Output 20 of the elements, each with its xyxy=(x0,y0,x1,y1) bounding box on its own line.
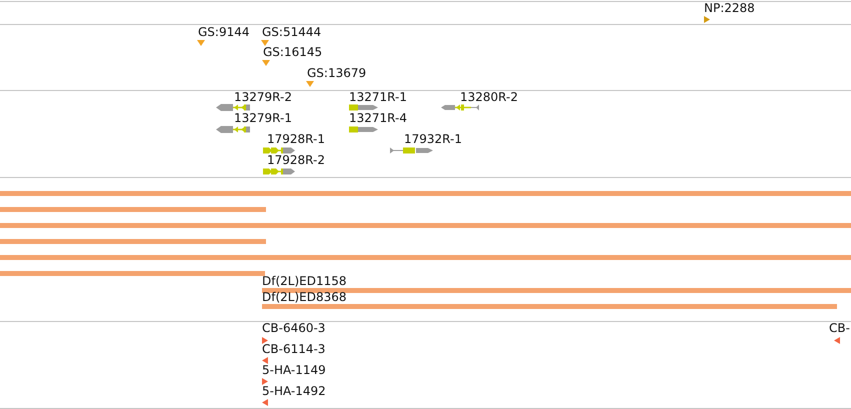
feature-label: 17928R-2 xyxy=(267,154,325,166)
feature-label: 5-HA-1149 xyxy=(262,364,326,376)
feature-label: 5-HA-1492 xyxy=(262,385,326,397)
feature-label: 17932R-1 xyxy=(404,133,462,145)
feature-label: Df(2L)ED8368 xyxy=(262,291,347,303)
feature-label: NP:2288 xyxy=(704,2,755,14)
feature-label: CB- xyxy=(829,322,850,334)
feature-label: CB-6460-3 xyxy=(262,322,326,334)
feature-label: 13271R-4 xyxy=(349,112,407,124)
feature-label: 13279R-1 xyxy=(234,112,292,124)
feature-label: GS:9144 xyxy=(198,26,250,38)
feature-label: GS:13679 xyxy=(307,67,366,79)
feature-label: Df(2L)ED1158 xyxy=(262,275,347,287)
feature-label: 17928R-1 xyxy=(267,133,325,145)
feature-label: 13279R-2 xyxy=(234,91,292,103)
feature-label: GS:51444 xyxy=(262,26,322,38)
feature-label: 13280R-2 xyxy=(460,91,518,103)
feature-label: 13271R-1 xyxy=(349,91,407,103)
feature-label: GS:16145 xyxy=(263,46,322,58)
feature-label: CB-6114-3 xyxy=(262,343,326,355)
